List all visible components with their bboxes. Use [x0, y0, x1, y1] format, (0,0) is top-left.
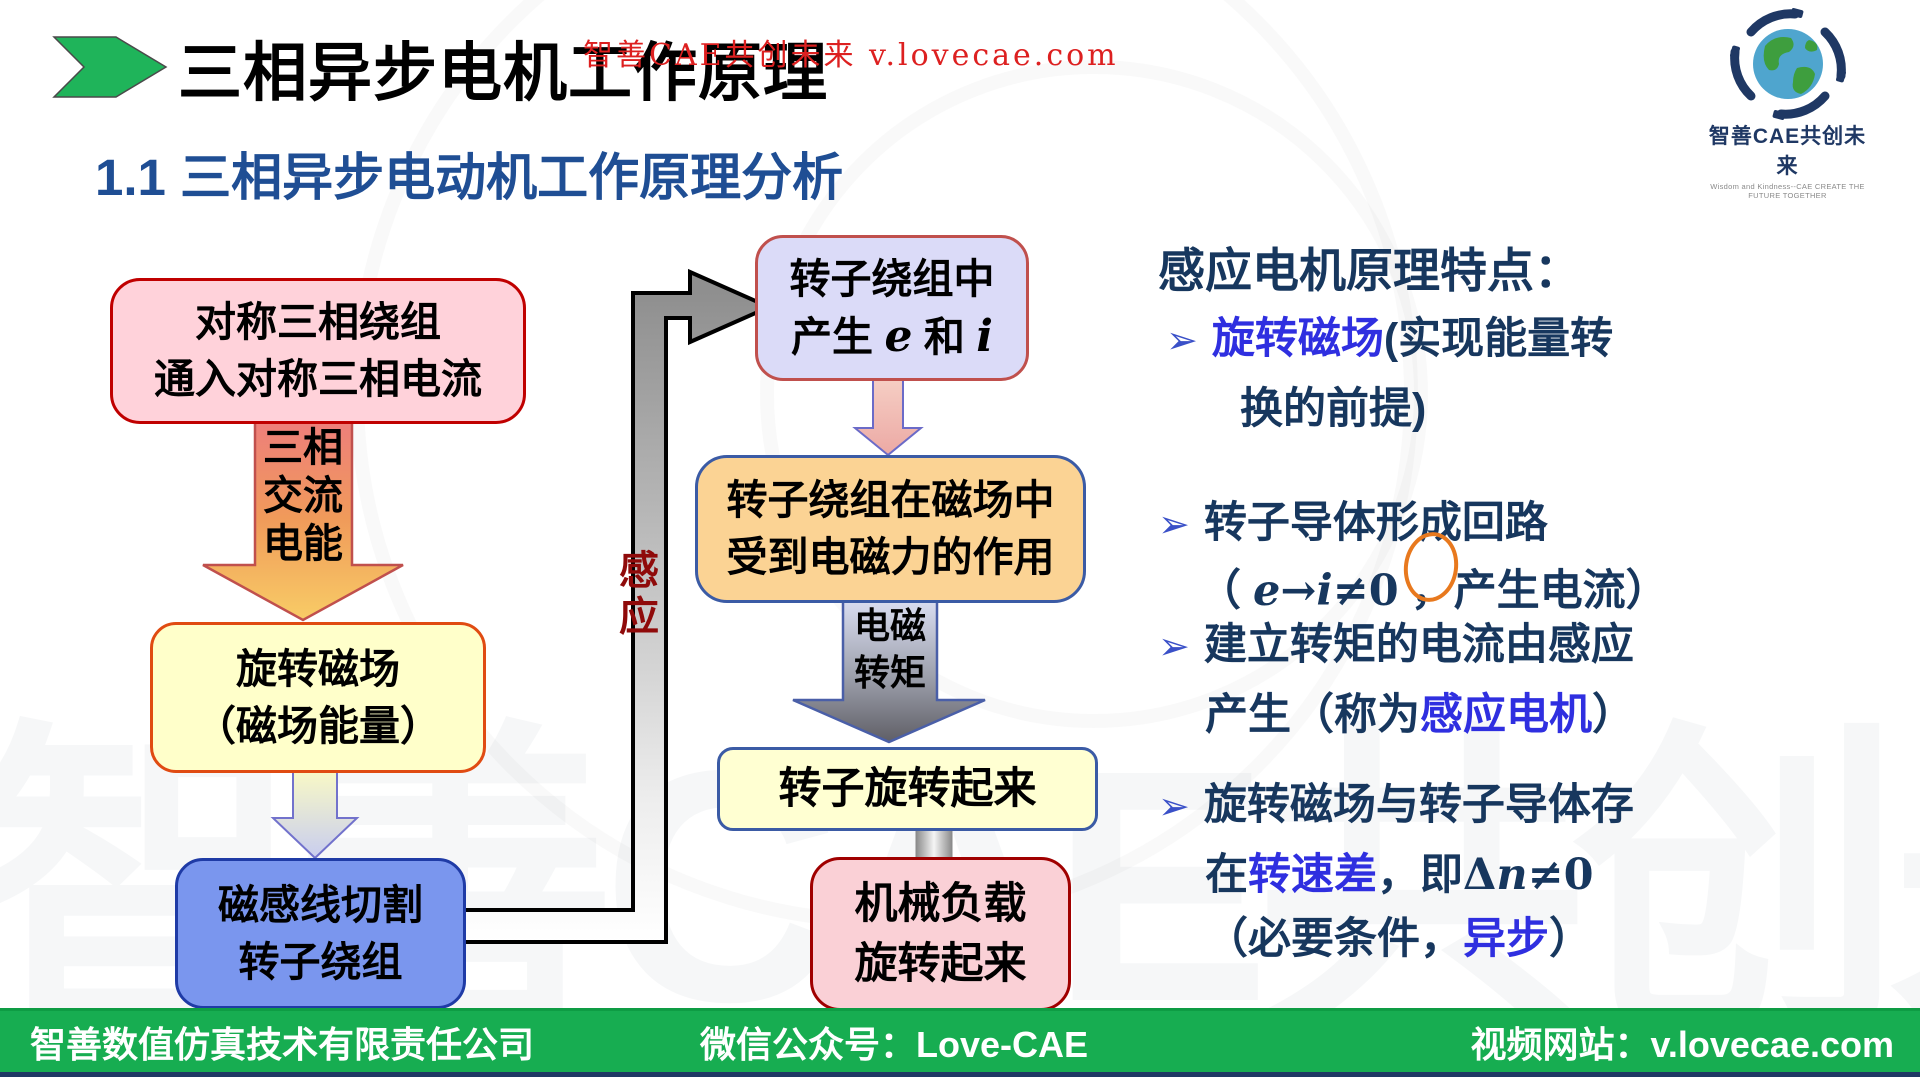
flow-box-line: 机械负载: [854, 880, 1027, 928]
flow-box-line: 转子绕组在磁场中: [726, 477, 1055, 523]
section-subtitle: 1.1 三相异步电动机工作原理分析: [95, 149, 844, 206]
flow-box-line: 通入对称三相电流: [154, 356, 482, 402]
bullet-2-line-2: （ e→i≠0 ，产生电流）: [1198, 566, 1669, 616]
bullet-4-line-1: ➢旋转磁场与转子导体存: [1158, 781, 1634, 829]
flow-box-line: 磁感线切割: [218, 881, 423, 928]
flow-box-stator: 对称三相绕组 通入对称三相电流: [110, 278, 526, 424]
company-logo: 智善CAE共创未来 Wisdom and Kindness--CAE CREAT…: [1700, 6, 1875, 200]
flow-box-line: 受到电磁力的作用: [726, 534, 1055, 580]
flow-box-line: 旋转磁场: [236, 645, 400, 692]
bullet-3-line-2: 产生（称为感应电机）: [1205, 691, 1635, 739]
symbol-e: e: [884, 310, 913, 362]
flow-box-line: 对称三相绕组: [195, 299, 441, 345]
bullet-2-line-1: ➢转子导体形成回路: [1158, 499, 1548, 547]
footer-bar: 智善数值仿真技术有限责任公司 微信公众号：Love-CAE 视频网站：v.lov…: [0, 1008, 1920, 1072]
logo-text: 智善CAE共创未来: [1708, 125, 1867, 178]
flow-box-line: （磁场能量）: [195, 702, 441, 749]
flow-box-flux-cutting: 磁感线切割 转子绕组: [175, 858, 466, 1009]
bullet-icon: ➢: [1158, 626, 1190, 668]
flow-box-rotating-field: 旋转磁场 （磁场能量）: [150, 622, 486, 773]
footer-accent-line: [0, 1072, 1920, 1077]
logo-slogan: Wisdom and Kindness--CAE CREATE THE FUTU…: [1710, 182, 1865, 200]
bullet-icon: ➢: [1166, 320, 1198, 362]
flow-box-electromagnetic-force: 转子绕组在磁场中 受到电磁力的作用: [695, 455, 1086, 603]
flow-box-line: 转子绕组中: [789, 255, 995, 302]
bullet-4-line-3: （必要条件，异步）: [1205, 915, 1592, 963]
symbol-i: i: [976, 310, 993, 362]
bullet-3-line-1: ➢建立转矩的电流由感应: [1158, 621, 1634, 669]
bullet-icon: ➢: [1158, 786, 1190, 828]
energy-arrow-label: 三相 交流 电能: [263, 426, 343, 566]
torque-arrow-label: 电磁 转矩: [853, 605, 926, 693]
induction-label: 感 应: [619, 549, 659, 639]
bullet-1-line-1: ➢旋转磁场(实现能量转: [1166, 315, 1614, 363]
bullet-icon: ➢: [1158, 504, 1190, 546]
footer-website: 视频网站：v.lovecae.com: [1470, 1023, 1894, 1065]
globe-logo-icon: [1729, 8, 1846, 120]
flow-box-rotor-emf: 转子绕组中 产生 e 和 i: [755, 235, 1029, 381]
chevron-arrow-icon: [52, 36, 168, 98]
flow-box-line: 转子旋转起来: [778, 764, 1037, 813]
flow-box-mechanical-load: 机械负载 旋转起来: [810, 857, 1071, 1011]
notes-heading: 感应电机原理特点：: [1158, 244, 1581, 297]
flow-box-rotor-spins: 转子旋转起来: [717, 747, 1098, 831]
flow-box-line: 产生 e 和 i: [791, 310, 993, 362]
page-title: 三相异步电机工作原理: [178, 37, 828, 109]
footer-company: 智善数值仿真技术有限责任公司: [30, 1023, 535, 1065]
notes-panel: 感应电机原理特点： ➢旋转磁场(实现能量转 换的前提) ➢转子导体形成回路 （ …: [1150, 232, 1920, 972]
flow-box-line: 旋转起来: [854, 940, 1027, 988]
flow-box-line: 转子绕组: [238, 938, 403, 985]
bullet-1-line-2: 换的前提): [1240, 385, 1427, 433]
red-watermark-text: 智善CAE共创未来 v.lovecae.com: [583, 38, 1119, 73]
bullet-4-line-2: 在转速差，即Δn≠0: [1205, 850, 1594, 900]
footer-wechat: 微信公众号：Love-CAE: [700, 1023, 1089, 1065]
